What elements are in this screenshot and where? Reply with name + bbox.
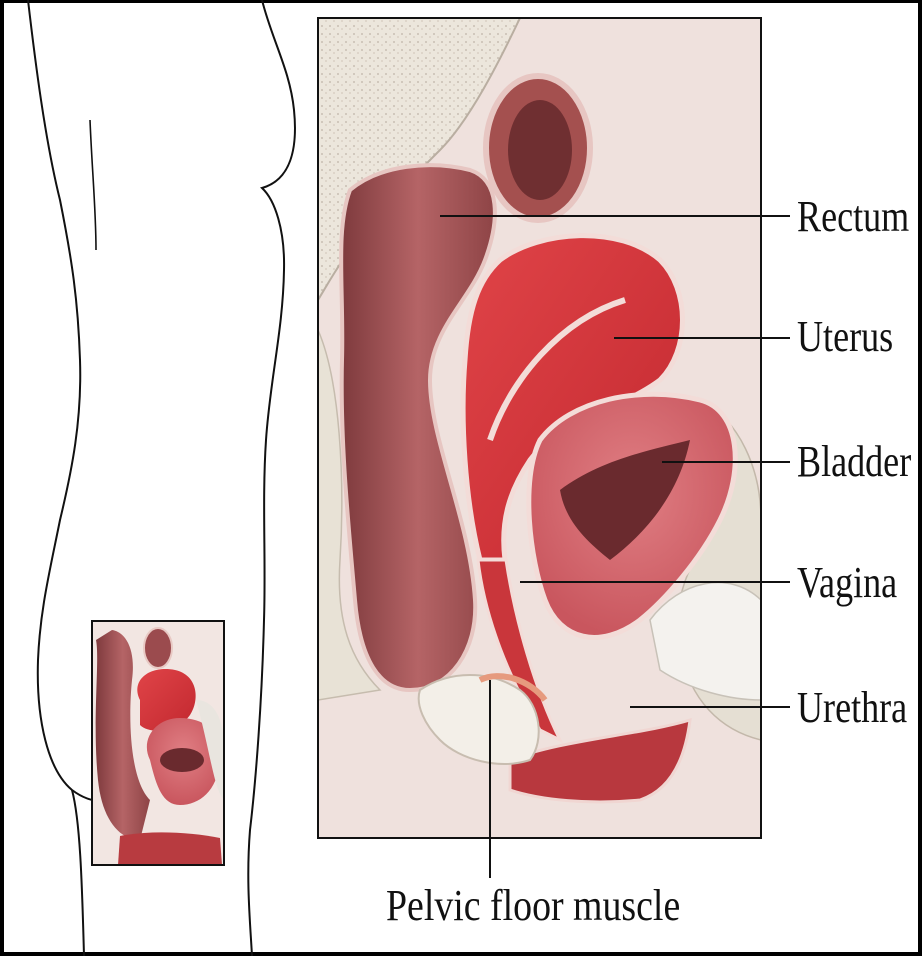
main-anatomy-panel xyxy=(318,18,761,838)
label-bladder: Bladder xyxy=(797,440,911,484)
label-vagina: Vagina xyxy=(797,561,897,605)
label-uterus: Uterus xyxy=(797,315,893,359)
label-rectum: Rectum xyxy=(797,195,909,239)
label-pelvic-floor-muscle: Pelvic floor muscle xyxy=(386,884,680,928)
thumbnail-inset xyxy=(92,621,224,865)
label-urethra: Urethra xyxy=(797,686,907,730)
